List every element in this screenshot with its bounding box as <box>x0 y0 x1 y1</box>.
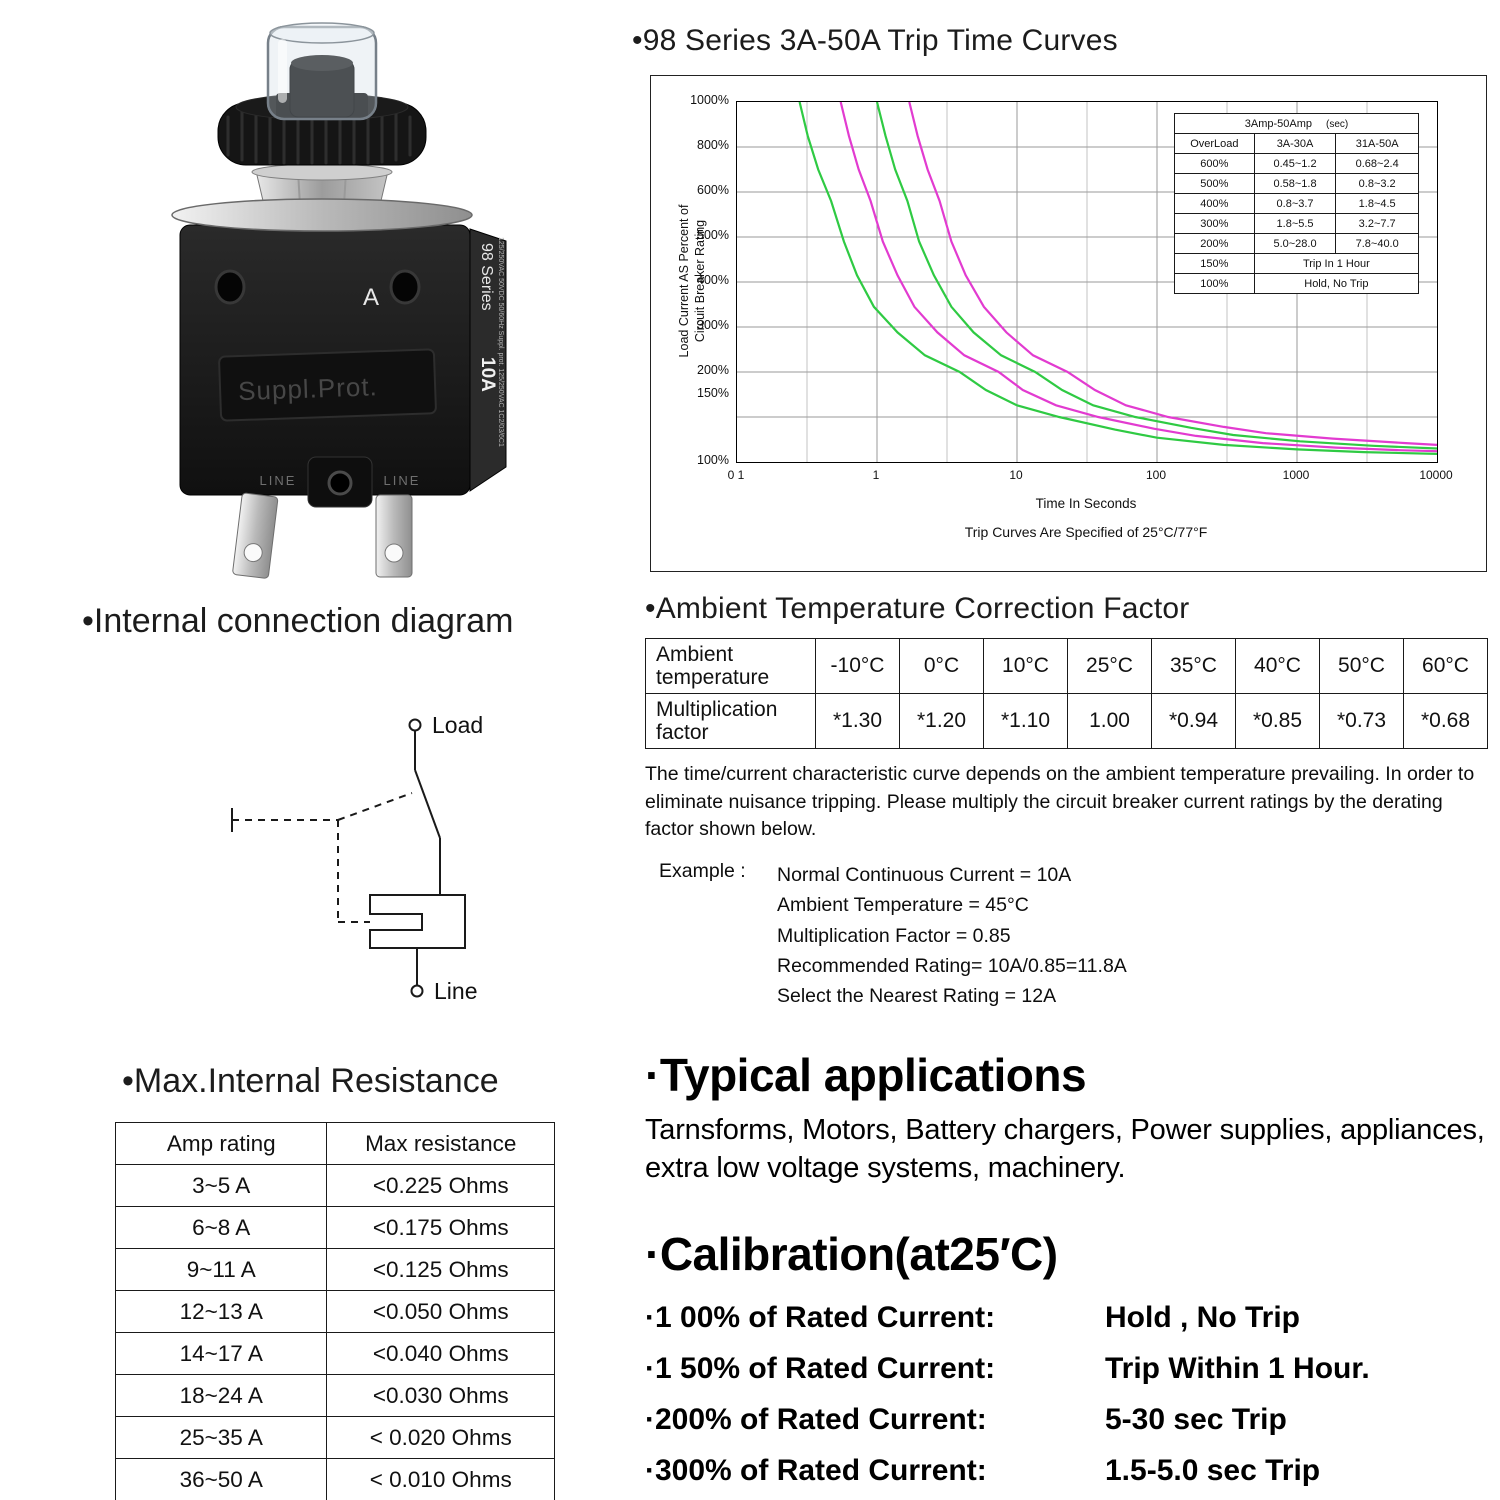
y-tick: 150% <box>697 386 729 400</box>
example-line: Multiplication Factor = 0.85 <box>777 924 1011 947</box>
trip-curve-lines <box>798 101 1438 455</box>
trip-linkage <box>232 792 413 923</box>
calibration-item: ·300% of Rated Current: 1.5-5.0 sec Trip <box>645 1454 1321 1488</box>
ambient-note: The time/current characteristic curve de… <box>645 763 1475 841</box>
example-label: Example : <box>659 860 746 883</box>
example-line: Recommended Rating= 10A/0.85=11.8A <box>777 954 1127 977</box>
x-tick: 0 1 <box>727 468 745 482</box>
mounting-washer <box>171 198 473 232</box>
side-amp-text: 10A <box>477 357 498 392</box>
trip-table-columns: OverLoad 3A-30A 31A-50A <box>1174 133 1419 154</box>
trip-curve <box>875 101 1438 450</box>
y-tick: 400% <box>697 273 729 287</box>
ambient-example: Example : Normal Continuous Current = 10… <box>659 860 1493 1011</box>
x-tick: 100 <box>1145 468 1167 482</box>
bottom-tab-hole <box>327 470 353 496</box>
circuit-breaker-photo: A Suppl.Prot. LINE LINE 98 Series 10A 12… <box>171 22 507 579</box>
resistance-row: 3~5 A<0.225 Ohms <box>114 1164 555 1207</box>
resistance-row: 14~17 A<0.040 Ohms <box>114 1332 555 1375</box>
calibration-item: ·1 00% of Rated Current: Hold , No Trip <box>645 1301 1300 1335</box>
body-label-plate: Suppl.Prot. <box>218 348 437 422</box>
trip-curve <box>798 101 1438 455</box>
connection-diagram: Load Line <box>231 712 483 1004</box>
line-marking-right: LINE <box>384 473 421 488</box>
terminal-right <box>375 494 413 578</box>
calibration-title: ·Calibration(at25′C) <box>645 1228 1058 1281</box>
load-label: Load <box>432 712 483 738</box>
trip-curve <box>908 101 1438 446</box>
resistance-row: 36~50 A< 0.010 Ohms <box>114 1458 555 1500</box>
body-marking: A <box>363 284 379 311</box>
resistance-title: •Max.Internal Resistance <box>122 1062 499 1100</box>
example-line: Select the Nearest Rating = 12A <box>777 984 1057 1007</box>
load-terminal <box>408 718 422 732</box>
side-series-text: 98 Series <box>478 243 495 311</box>
clear-cap <box>266 22 378 121</box>
trip-table-row: 100%Hold, No Trip <box>1174 273 1420 294</box>
breaker-side-face <box>469 228 507 492</box>
y-tick: 100% <box>697 453 729 467</box>
x-tick: 1 <box>872 468 880 482</box>
chart-footnote: Trip Curves Are Specified of 25°C/77°F <box>964 524 1208 540</box>
trip-curves-title: •98 Series 3A-50A Trip Time Curves <box>632 24 1118 57</box>
resistance-row: 25~35 A< 0.020 Ohms <box>114 1416 555 1459</box>
resistance-row: 9~11 A<0.125 Ohms <box>114 1248 555 1291</box>
resistance-row: 18~24 A<0.030 Ohms <box>114 1374 555 1417</box>
side-spec-text: 125/250VAC 50VDC 50/60Hz Suppl. prot. 12… <box>497 237 504 447</box>
example-line: Ambient Temperature = 45°C <box>777 894 1029 917</box>
x-axis-title: Time In Seconds <box>1035 496 1137 511</box>
calibration-item: ·1 50% of Rated Current: Trip Within 1 H… <box>645 1352 1370 1386</box>
trip-table-header: 3Amp-50Amp(sec) <box>1174 113 1419 134</box>
trip-time-table: 3Amp-50Amp(sec) OverLoad 3A-30A 31A-50A … <box>1174 113 1420 294</box>
y-tick: 500% <box>697 228 729 242</box>
ambient-section: •Ambient Temperature Correction Factor A… <box>645 592 1493 1011</box>
line-label: Line <box>434 978 477 1004</box>
y-tick: 800% <box>697 138 729 152</box>
hex-nut <box>251 163 393 206</box>
resistance-row: 6~8 A<0.175 Ohms <box>114 1206 555 1249</box>
connection-diagram-title: •Internal connection diagram <box>82 602 514 640</box>
y-tick: 1000% <box>690 93 729 107</box>
x-tick: 10 <box>1009 468 1023 482</box>
applications-section: ·Typical applications Tarnsforms, Motors… <box>645 1048 1495 1500</box>
trip-curve-chart: Load Current AS Percent of Circuit Break… <box>650 75 1487 572</box>
ambient-title: •Ambient Temperature Correction Factor <box>645 592 1190 625</box>
example-line: Normal Continuous Current = 10A <box>777 864 1072 887</box>
calibration-list: ·1 00% of Rated Current: Hold , No Trip … <box>645 1301 1495 1488</box>
y-tick: 200% <box>697 363 729 377</box>
calibration-item: ·200% of Rated Current: 5-30 sec Trip <box>645 1403 1287 1437</box>
switch-blade <box>414 769 441 839</box>
line-terminal <box>410 984 424 998</box>
resistance-row: 12~13 A<0.050 Ohms <box>114 1290 555 1333</box>
x-tick: 10000 <box>1419 468 1453 482</box>
breaker-body: A Suppl.Prot. LINE LINE 98 Series 10A 12… <box>171 198 507 508</box>
thermal-element <box>369 894 466 949</box>
trip-curve <box>839 101 1438 453</box>
x-tick: 1000 <box>1282 468 1310 482</box>
terminal-left <box>232 492 279 579</box>
applications-title: ·Typical applications <box>645 1049 1087 1101</box>
y-tick: 600% <box>697 183 729 197</box>
body-hole-right <box>389 269 421 305</box>
applications-text: Tarnsforms, Motors, Battery chargers, Po… <box>645 1114 1485 1184</box>
trip-table-row: 150%Trip In 1 Hour <box>1174 253 1420 274</box>
y-tick: 300% <box>697 318 729 332</box>
body-hole-left <box>214 269 246 305</box>
line-marking-left: LINE <box>260 473 297 488</box>
body-label-text: Suppl.Prot. <box>238 371 379 406</box>
